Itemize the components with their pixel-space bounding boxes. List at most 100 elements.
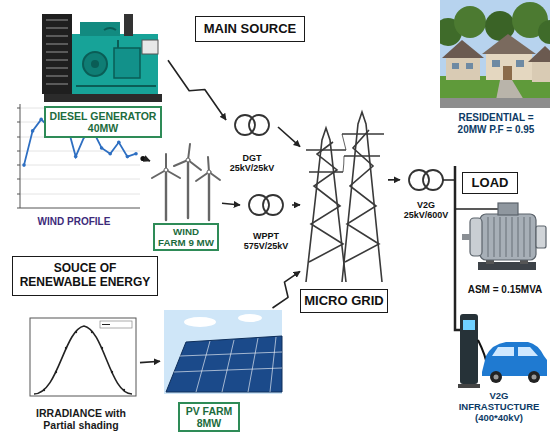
pv-panel-illustration-part <box>238 314 262 322</box>
induction-motor-illustration-part <box>470 218 482 256</box>
wind-profile-chart-plot-part-part <box>100 146 104 150</box>
caption-box: WIND PROFILE <box>4 214 144 230</box>
diesel-generator-illustration-part <box>114 48 140 78</box>
power-link <box>222 203 240 205</box>
ev-charger-illustration-part <box>482 342 547 376</box>
ev-charger-illustration-part <box>490 371 502 383</box>
node-label: DGT 25kV/25kV <box>229 153 275 174</box>
ev-charger-illustration-part <box>532 375 537 380</box>
power-link <box>388 179 400 181</box>
load-rating-label: RESIDENTIAL = 20MW P.F = 0.95 <box>444 112 548 135</box>
wind-turbine-part <box>187 162 189 218</box>
wind-profile-chart-plot-part-part <box>134 152 138 156</box>
power-link <box>292 204 300 206</box>
caption-box: DIESEL GENERATOR 40MW <box>44 106 162 138</box>
wind-farm-node: WIND FARM 9 MW <box>150 145 222 251</box>
node-label: MAIN SOURCE <box>200 22 300 37</box>
diesel-generator-illustration-part <box>91 60 99 68</box>
caption-box: PV FARM 8MW <box>178 402 240 432</box>
ev-charger-illustration <box>458 314 547 388</box>
wind-turbine-part <box>207 170 211 174</box>
load-bus-wires-part <box>455 208 498 210</box>
transformer-symbol <box>409 170 443 190</box>
induction-motor-illustration-part <box>536 226 546 248</box>
irradiance-chart-plot-part-part <box>65 347 67 349</box>
transformer-node: WPPT 575V/25kV <box>240 186 292 254</box>
node-label: WIND FARM 9 MW <box>158 226 214 248</box>
node-label: WPPT 575V/25kV <box>243 231 289 252</box>
irradiance-chart-plot-part <box>30 318 136 396</box>
diesel-generator-illustration <box>42 14 162 102</box>
ev-charger-illustration-part <box>463 320 475 330</box>
pv-panel-illustration-part <box>166 336 282 392</box>
wind-profile-chart-plot-part-part <box>39 118 43 122</box>
node-label: IRRADIANCE with Partial shading <box>25 407 137 431</box>
generator-node: DIESEL GENERATOR 40MW <box>38 4 168 138</box>
node-label: DIESEL GENERATOR 40MW <box>49 110 157 134</box>
wind-turbine-part <box>165 172 167 220</box>
caption-box: WIND FARM 9 MW <box>153 223 219 251</box>
ev-charger-illustration-part <box>458 384 480 388</box>
irradiance-chart: IRRADIANCE with Partial shading <box>22 315 140 434</box>
irradiance-chart-plot-part-part <box>91 331 93 333</box>
node-label: PV FARM 8MW <box>183 405 235 429</box>
transmission-tower-part <box>342 134 346 172</box>
induction-motor-illustration-part <box>462 234 470 240</box>
ev-charger-illustration-part <box>492 347 514 356</box>
wind-profile-chart-plot-part-part <box>22 163 26 167</box>
ev-charger-illustration-part <box>494 375 499 380</box>
ev-charger-illustration-part <box>518 347 538 356</box>
irradiance-chart-plot-part-part <box>75 331 77 333</box>
transformer-symbol-part <box>263 195 283 215</box>
load-bus-wires-part <box>455 166 460 330</box>
transmission-tower-part <box>306 150 346 172</box>
irradiance-chart-plot-part <box>34 326 132 394</box>
diesel-generator-illustration-part <box>46 20 68 84</box>
residential-photo-part <box>528 46 550 62</box>
pv-panel-illustration-part <box>184 317 216 327</box>
node-label: LOAD <box>467 176 513 191</box>
wind-turbine-part <box>208 174 210 220</box>
pv-farm-node: PV FARM 8MW <box>160 308 285 432</box>
residential-photo-part <box>440 98 550 108</box>
residential-photo-part <box>454 6 486 38</box>
heading-box: MAIN SOURCE <box>195 16 305 42</box>
irradiance-chart-plot-part <box>100 321 132 328</box>
residential-photo-part <box>492 60 500 67</box>
residential-photo-part <box>538 20 550 44</box>
wind-profile-chart-plot-part-part <box>31 129 35 133</box>
caption-box: MICRO GRID <box>300 289 388 313</box>
transmission-tower <box>306 112 384 282</box>
residential-photo-part <box>486 54 532 80</box>
induction-motor-illustration-part <box>480 214 536 260</box>
irradiance-chart-plot-part-part <box>123 389 125 391</box>
load-rating-label: ASM = 0.15MVA <box>462 284 548 296</box>
residential-photo-part <box>496 80 524 100</box>
irradiance-chart-plot-part-part <box>101 347 103 349</box>
wind-profile-chart-plot-part-part <box>108 152 112 156</box>
pv-panel-illustration-part <box>164 310 282 394</box>
heading-box: SOUCE OF RENEWABLE ENERGY <box>12 256 158 296</box>
induction-motor-illustration-part <box>488 217 530 257</box>
irradiance-chart-plot-part <box>102 324 110 325</box>
caption-box: IRRADIANCE with Partial shading <box>22 404 140 434</box>
transmission-tower-part <box>309 142 343 262</box>
residential-photo <box>440 0 550 108</box>
caption-box: V2G 25kV/600V <box>400 198 452 222</box>
induction-motor-illustration <box>462 203 546 270</box>
power-link <box>144 159 150 161</box>
transmission-tower-part <box>306 128 346 282</box>
transformer-node: V2G 25kV/600V <box>400 158 452 222</box>
wind-turbine-part <box>164 168 168 172</box>
irradiance-chart-plot-part-part <box>111 371 113 373</box>
microgrid-node: MICRO GRID <box>300 105 388 313</box>
residential-photo-part <box>516 60 524 67</box>
power-link <box>278 127 300 147</box>
residential-photo-part <box>503 66 512 80</box>
wind-profile-chart-plot-part-part <box>117 141 121 145</box>
power-link <box>168 60 226 120</box>
wind-profile-chart-plot-part <box>17 108 20 208</box>
transformer-symbol <box>235 115 269 135</box>
